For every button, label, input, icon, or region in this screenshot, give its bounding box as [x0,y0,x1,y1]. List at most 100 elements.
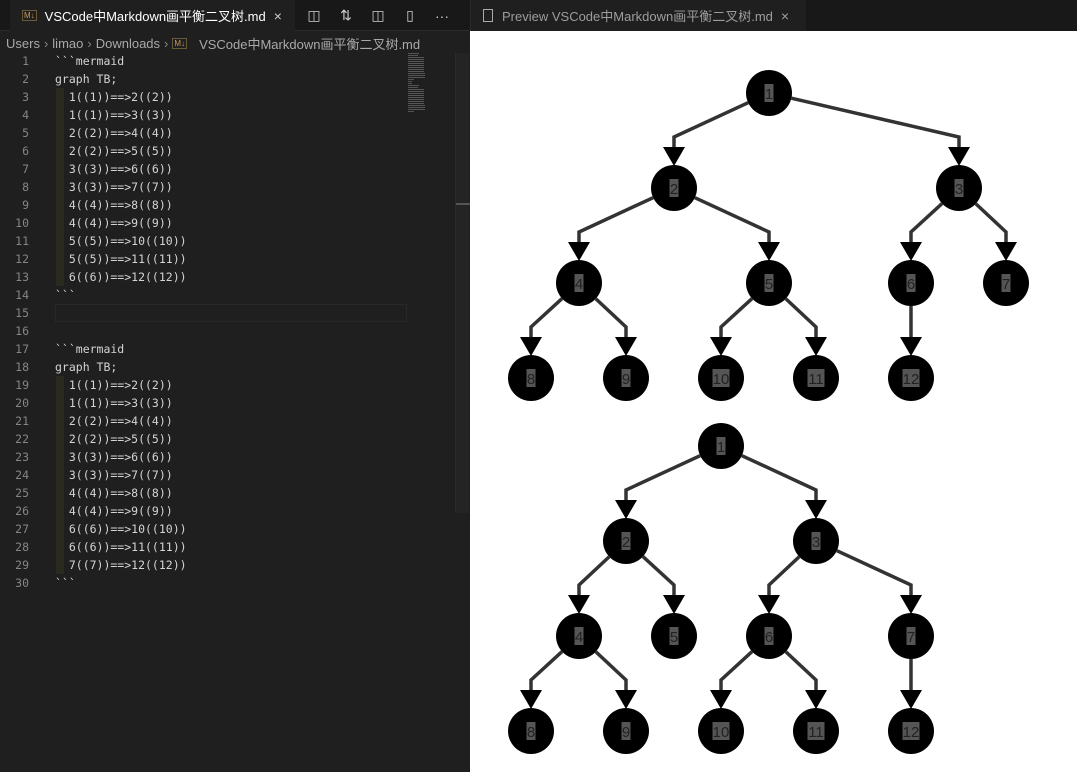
breadcrumb-item[interactable]: Downloads [95,35,161,51]
code-line[interactable]: 14``` [0,286,470,304]
code-text: 4((4))==>9((9)) [55,216,173,230]
edge [641,555,676,595]
arrow-head [948,147,970,166]
node-label: 7 [907,629,915,646]
preview-side-icon[interactable]: ◫ [371,7,385,23]
line-number: 13 [15,270,29,284]
edge [577,555,611,595]
edge [767,555,801,595]
arrow-head [568,595,590,614]
arrow-head [900,690,922,709]
code-line[interactable]: 28 6((6))==>11((11)) [0,538,470,556]
minimap[interactable] [408,53,428,113]
arrow-head [900,337,922,356]
tab-markdown-file[interactable]: M↓ VSCode中Markdown画平衡二叉树.md × [10,0,295,31]
code-text: 7((7))==>12((12)) [55,558,187,572]
node-label: 11 [808,371,824,388]
edge [577,196,654,242]
edge [624,454,701,500]
code-text: 2((2))==>4((4)) [55,126,173,140]
node-label-bg [526,369,536,387]
code-line[interactable]: 1```mermaid [0,52,470,70]
line-number: 26 [15,504,29,518]
edge [836,549,913,595]
line-number: 19 [15,378,29,392]
code-text: 4((4))==>9((9)) [55,504,173,518]
code-text: 1((1))==>2((2)) [55,378,173,392]
line-number: 7 [22,162,29,176]
code-line[interactable]: 19 1((1))==>2((2)) [0,376,470,394]
code-line[interactable]: 8 3((3))==>7((7)) [0,178,470,196]
tab-preview[interactable]: Preview VSCode中Markdown画平衡二叉树.md × [471,0,806,31]
edge [719,297,754,337]
scrollbar[interactable] [455,53,470,513]
node-label-bg [1001,274,1011,292]
code-line[interactable]: 7 3((3))==>6((6)) [0,160,470,178]
node-label: 10 [713,724,730,741]
compare-changes-icon[interactable]: ⇅ [340,7,352,23]
node-label-bg [954,179,964,197]
code-line[interactable]: 15 [0,304,470,322]
edge [791,96,961,147]
breadcrumb-item[interactable]: VSCode中Markdown画平衡二叉树.md [199,36,421,52]
node-label: 8 [527,371,535,388]
code-line[interactable]: 26 4((4))==>9((9)) [0,502,470,520]
editor-pane: M↓ VSCode中Markdown画平衡二叉树.md × ◫ ⇅ ◫ ▯ ··… [0,0,470,772]
close-icon[interactable]: × [273,7,282,24]
node-label: 8 [527,724,535,741]
chevron-right-icon: › [87,35,92,51]
code-line[interactable]: 6 2((2))==>5((5)) [0,142,470,160]
code-line[interactable]: 3 1((1))==>2((2)) [0,88,470,106]
code-line[interactable]: 13 6((6))==>12((12)) [0,268,470,286]
arrow-head [758,242,780,261]
markdown-icon: M↓ [22,10,37,21]
code-line[interactable]: 4 1((1))==>3((3)) [0,106,470,124]
edge [974,202,1008,242]
line-number: 8 [22,180,29,194]
node-label: 12 [903,371,920,388]
arrow-head [520,337,542,356]
code-line[interactable]: 29 7((7))==>12((12)) [0,556,470,574]
code-text: 2((2))==>5((5)) [55,432,173,446]
chevron-right-icon: › [164,35,169,51]
arrow-head [900,242,922,261]
code-line[interactable]: 11 5((5))==>10((10)) [0,232,470,250]
line-number: 3 [22,90,29,104]
node-label: 6 [765,629,773,646]
code-text: 3((3))==>6((6)) [55,162,173,176]
code-line[interactable]: 10 4((4))==>9((9)) [0,214,470,232]
line-number: 16 [15,324,29,338]
code-line[interactable]: 24 3((3))==>7((7)) [0,466,470,484]
close-icon[interactable]: × [780,7,790,24]
tab-label: Preview VSCode中Markdown画平衡二叉树.md [502,9,773,24]
arrow-head [615,500,637,519]
split-editor-icon[interactable]: ▯ [406,7,414,23]
open-preview-icon[interactable]: ◫ [307,7,321,23]
more-actions-icon[interactable]: ··· [435,7,449,24]
breadcrumb-item[interactable]: limao [52,35,84,51]
code-line[interactable]: 16 [0,322,470,340]
arrow-head [710,337,732,356]
edge [529,650,564,690]
code-line[interactable]: 5 2((2))==>4((4)) [0,124,470,142]
line-number: 18 [15,360,29,374]
code-line[interactable]: 21 2((2))==>4((4)) [0,412,470,430]
breadcrumb-item[interactable]: Users [6,35,40,51]
code-line[interactable]: 23 3((3))==>6((6)) [0,448,470,466]
code-line[interactable]: 12 5((5))==>11((11)) [0,250,470,268]
code-line[interactable]: 25 4((4))==>8((8)) [0,484,470,502]
arrow-head [615,690,637,709]
code-line[interactable]: 9 4((4))==>8((8)) [0,196,470,214]
code-line[interactable]: 27 6((6))==>10((10)) [0,520,470,538]
node-label-bg [669,179,679,197]
code-line[interactable]: 22 2((2))==>5((5)) [0,430,470,448]
code-line[interactable]: 30``` [0,574,470,592]
code-line[interactable]: 17```mermaid [0,340,470,358]
node-label-bg [712,369,730,387]
edge [694,196,771,242]
code-line[interactable]: 20 1((1))==>3((3)) [0,394,470,412]
